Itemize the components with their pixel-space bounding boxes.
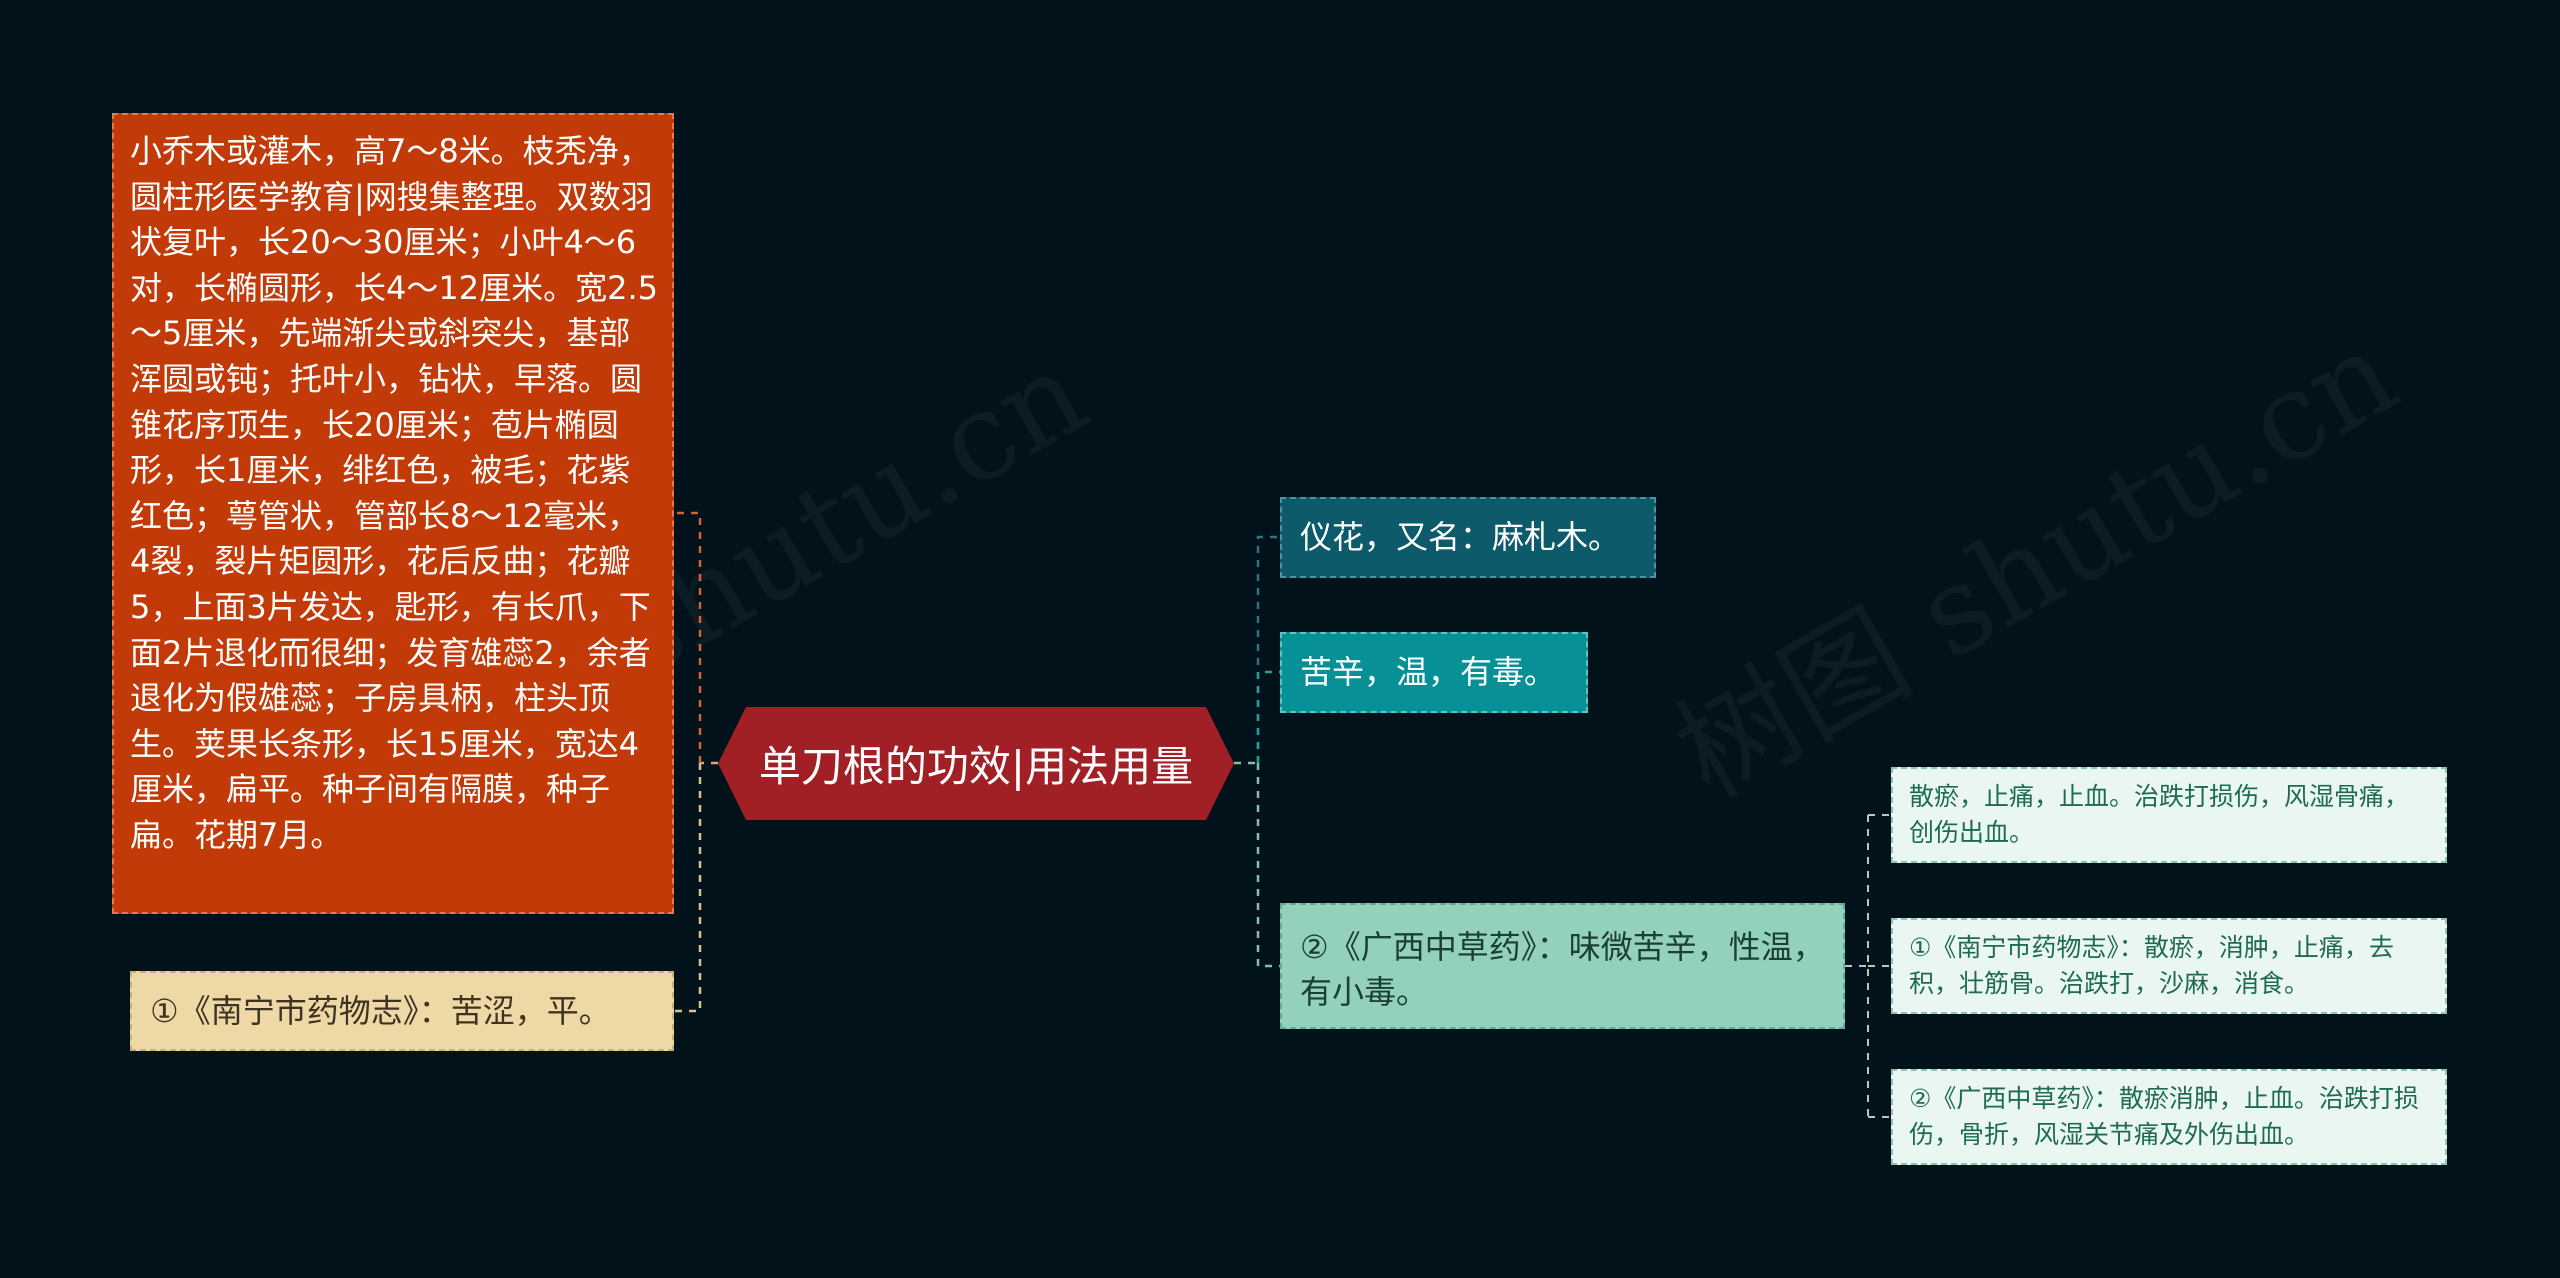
property-node[interactable]: 苦辛，温，有毒。: [1280, 632, 1588, 713]
effect-node-1[interactable]: 散瘀，止痛，止血。治跌打损伤，风湿骨痛，创伤出血。: [1891, 767, 2447, 863]
effect-node-2[interactable]: ①《南宁市药物志》：散瘀，消肿，止痛，去积，壮筋骨。治跌打，沙麻，消食。: [1891, 918, 2447, 1014]
alias-node[interactable]: 仪花，又名：麻札木。: [1280, 497, 1656, 578]
effect-node-3[interactable]: ②《广西中草药》：散瘀消肿，止血。治跌打损伤，骨折，风湿关节痛及外伤出血。: [1891, 1069, 2447, 1165]
description-node[interactable]: 小乔木或灌木，高7～8米。枝秃净，圆柱形医学教育|网搜集整理。双数羽状复叶，长2…: [112, 113, 674, 914]
root-node[interactable]: 单刀根的功效|用法用量: [718, 707, 1234, 820]
taste-node[interactable]: ①《南宁市药物志》：苦涩，平。: [130, 971, 674, 1051]
guangxi-node[interactable]: ②《广西中草药》：味微苦辛，性温，有小毒。: [1280, 903, 1845, 1029]
